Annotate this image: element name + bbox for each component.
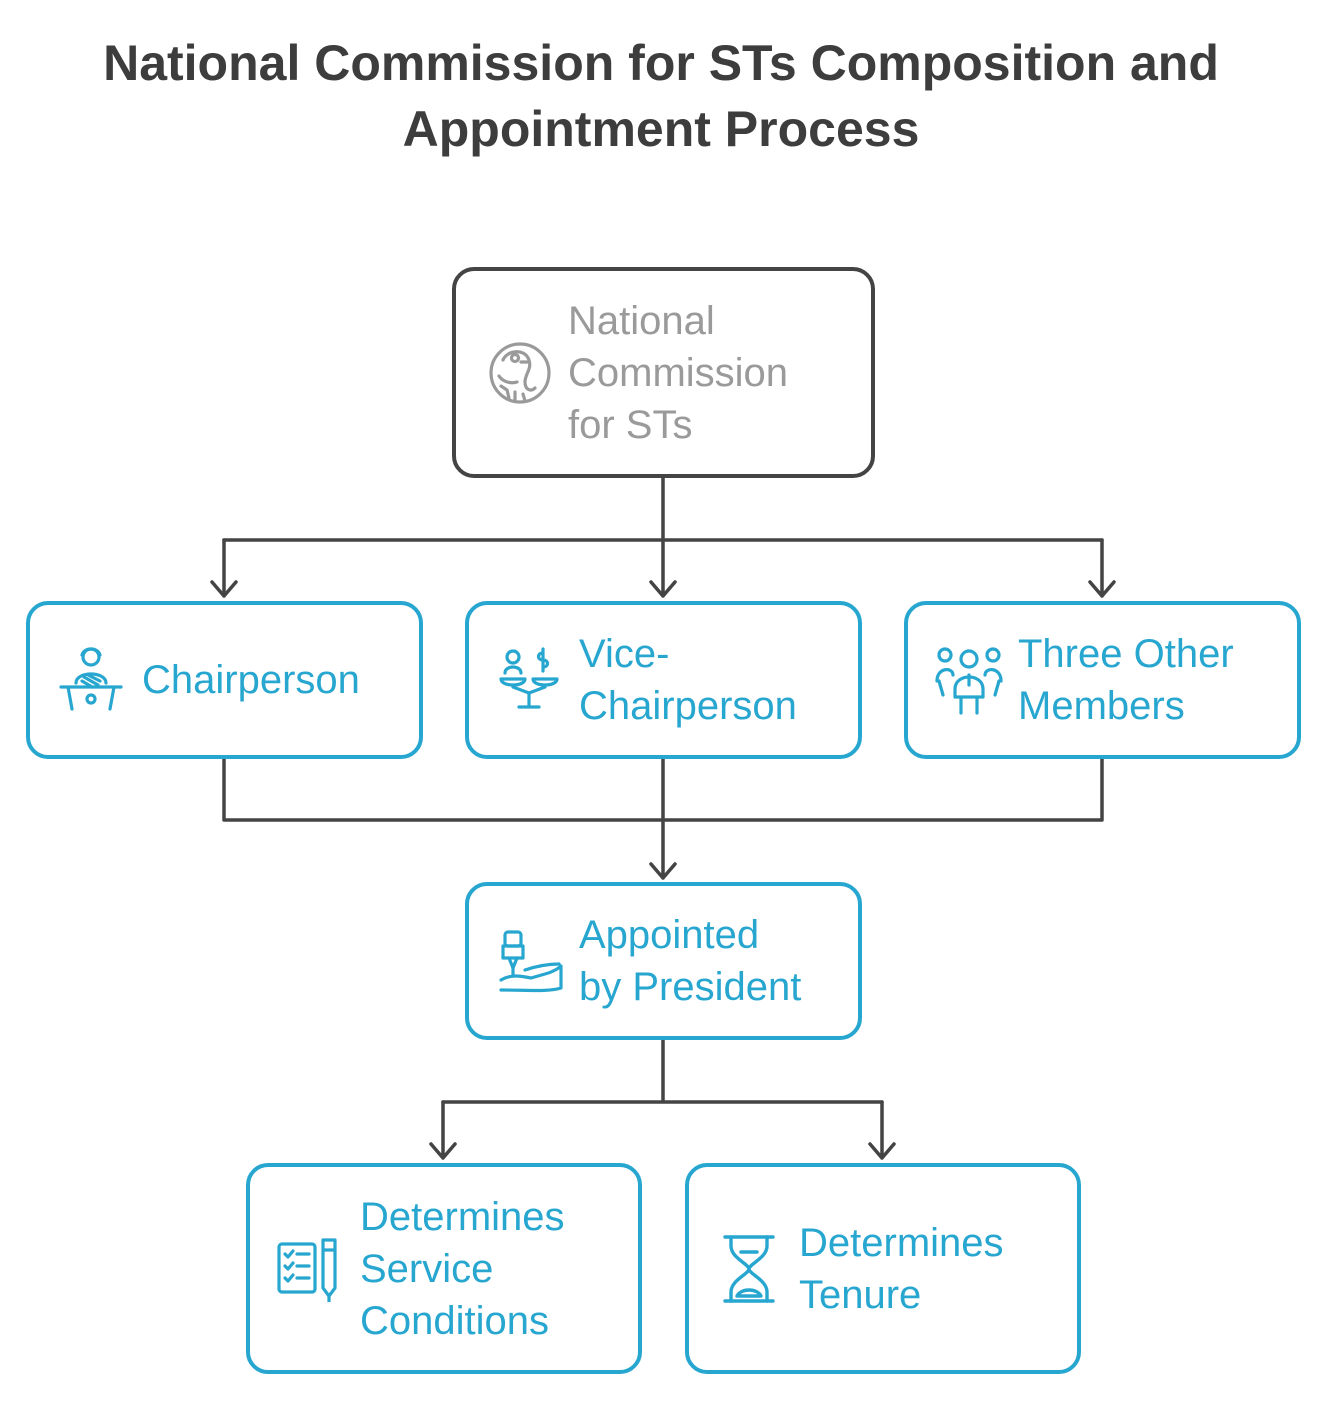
node-vice-chairperson: Vice- Chairperson [465,601,862,759]
node-label-line: Commission [568,350,789,395]
node-label-line: Determines [799,1220,1004,1265]
title-line-2: Appointment Process [402,101,920,157]
node-label: Determines Tenure [799,1217,1004,1321]
connector-appointed-bus [441,1038,884,1104]
connector-to-members [1088,538,1116,598]
node-label-line: by President [579,965,802,1009]
chairperson-at-podium-icon [54,645,128,715]
node-label: Three Other Members [1018,628,1234,732]
node-chairperson: Chairperson [26,601,423,759]
node-label-line: National [568,298,715,343]
connector-to-tenure [868,1100,896,1160]
node-label: Appointed by President [579,909,801,1013]
serpent-emblem-icon [480,338,560,408]
node-determines-tenure: Determines Tenure [685,1163,1081,1374]
diagram-title: National Commission for STs Composition … [0,30,1322,162]
checklist-and-pen-icon [274,1236,346,1302]
node-label-line: Appointed [579,913,760,957]
connector-to-chairperson [210,538,238,598]
node-label-line: for STs [568,402,693,447]
node-three-other-members: Three Other Members [904,601,1301,759]
node-label-line: Tenure [799,1272,922,1317]
node-label-line: Vice- [579,632,670,676]
connector-merge-bus [222,756,1104,880]
connector-to-vice-chairperson [649,538,677,598]
node-national-commission: National Commission for STs [452,267,875,478]
node-label-line: Service [360,1246,494,1291]
node-label: Vice- Chairperson [579,628,797,732]
hand-holding-pen-icon [493,928,567,994]
node-label-line: Members [1018,684,1185,728]
title-line-1: National Commission for STs Composition … [103,35,1219,91]
group-of-people-icon [932,645,1006,715]
node-appointed-by-president: Appointed by President [465,882,862,1040]
connector-root-bus [222,476,1104,542]
node-label: Chairperson [142,654,360,706]
node-label-line: Three Other [1018,632,1234,676]
node-determines-service-conditions: Determines Service Conditions [246,1163,642,1374]
node-label-line: Chairperson [142,658,360,702]
node-label-line: Determines [360,1194,565,1239]
balance-scale-person-dollar-icon [493,647,567,713]
hourglass-icon [713,1234,785,1304]
node-label-line: Chairperson [579,684,797,728]
connector-to-service-conditions [429,1100,457,1160]
node-label: National Commission for STs [568,295,788,451]
node-label-line: Conditions [360,1298,550,1343]
node-label: Determines Service Conditions [360,1191,565,1347]
